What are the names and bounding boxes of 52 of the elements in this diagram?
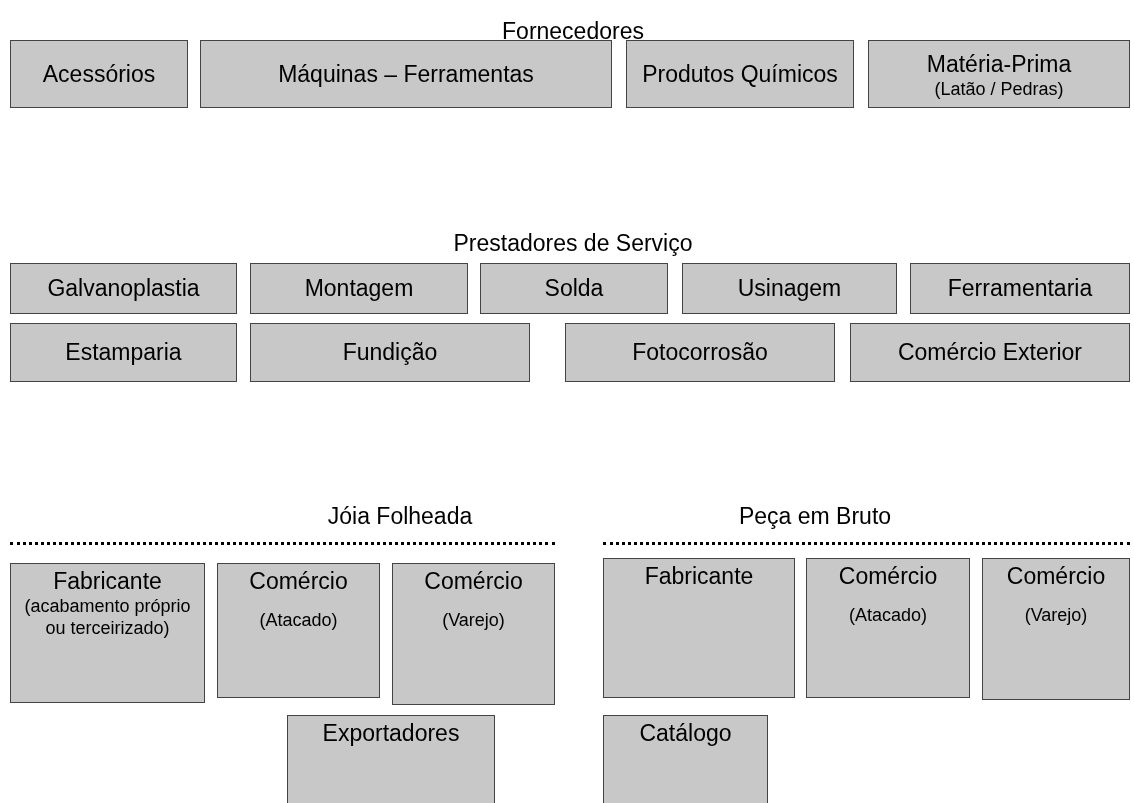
box-title: Comércio Exterior: [896, 339, 1083, 366]
category-box: [392, 563, 555, 705]
group-heading: Jóia Folheada: [327, 503, 473, 530]
box-title: Comércio: [248, 568, 349, 595]
box-title: Galvanoplastia: [46, 275, 201, 302]
box-title: Produtos Químicos: [641, 60, 839, 88]
category-box: [603, 715, 768, 803]
category-box: [868, 40, 1130, 108]
group-heading: Prestadores de Serviço: [453, 230, 693, 257]
category-box: [982, 558, 1130, 700]
box-note: (Varejo): [1023, 604, 1089, 626]
box-title: Comércio: [837, 563, 939, 590]
box-note: (Latão / Pedras): [933, 78, 1065, 100]
box-note: (acabamento próprio ou terceirizado): [23, 595, 192, 639]
category-box: [480, 263, 668, 314]
category-box: [850, 323, 1130, 382]
box-title: Fotocorrosão: [631, 339, 769, 366]
box-title: Fabricante: [643, 563, 755, 590]
category-box: [682, 263, 897, 314]
box-note: (Varejo): [441, 609, 506, 631]
box-note: (Atacado): [258, 609, 339, 631]
box-title: Comércio: [423, 568, 524, 595]
box-title: Solda: [543, 275, 605, 302]
category-box: [603, 558, 795, 698]
box-title: Máquinas – Ferramentas: [277, 60, 535, 88]
box-title: Ferramentaria: [946, 275, 1094, 302]
box-title: Fabricante: [52, 568, 163, 595]
box-title: Catálogo: [638, 720, 733, 747]
box-title: Usinagem: [736, 275, 843, 302]
group-heading: Peça em Bruto: [738, 503, 892, 530]
category-box: [910, 263, 1130, 314]
category-box: [565, 323, 835, 382]
box-title: Matéria-Prima: [925, 51, 1073, 78]
box-title: Exportadores: [321, 720, 461, 747]
category-box: [626, 40, 854, 108]
category-box: [806, 558, 970, 698]
box-title: Comércio: [1005, 563, 1107, 590]
box-note: (Atacado): [847, 604, 928, 626]
category-box: [10, 323, 237, 382]
category-box: [10, 263, 237, 314]
category-box: [10, 563, 205, 703]
group-heading: Fornecedores: [502, 18, 644, 45]
box-title: Estamparia: [64, 339, 183, 366]
box-title: Fundição: [341, 339, 439, 366]
category-box: [10, 40, 188, 108]
category-box: [287, 715, 495, 803]
category-box: [250, 323, 530, 382]
box-title: Montagem: [303, 275, 415, 302]
category-box: [250, 263, 468, 314]
category-box: [200, 40, 612, 108]
category-box: [217, 563, 380, 698]
box-title: Acessórios: [41, 60, 157, 88]
